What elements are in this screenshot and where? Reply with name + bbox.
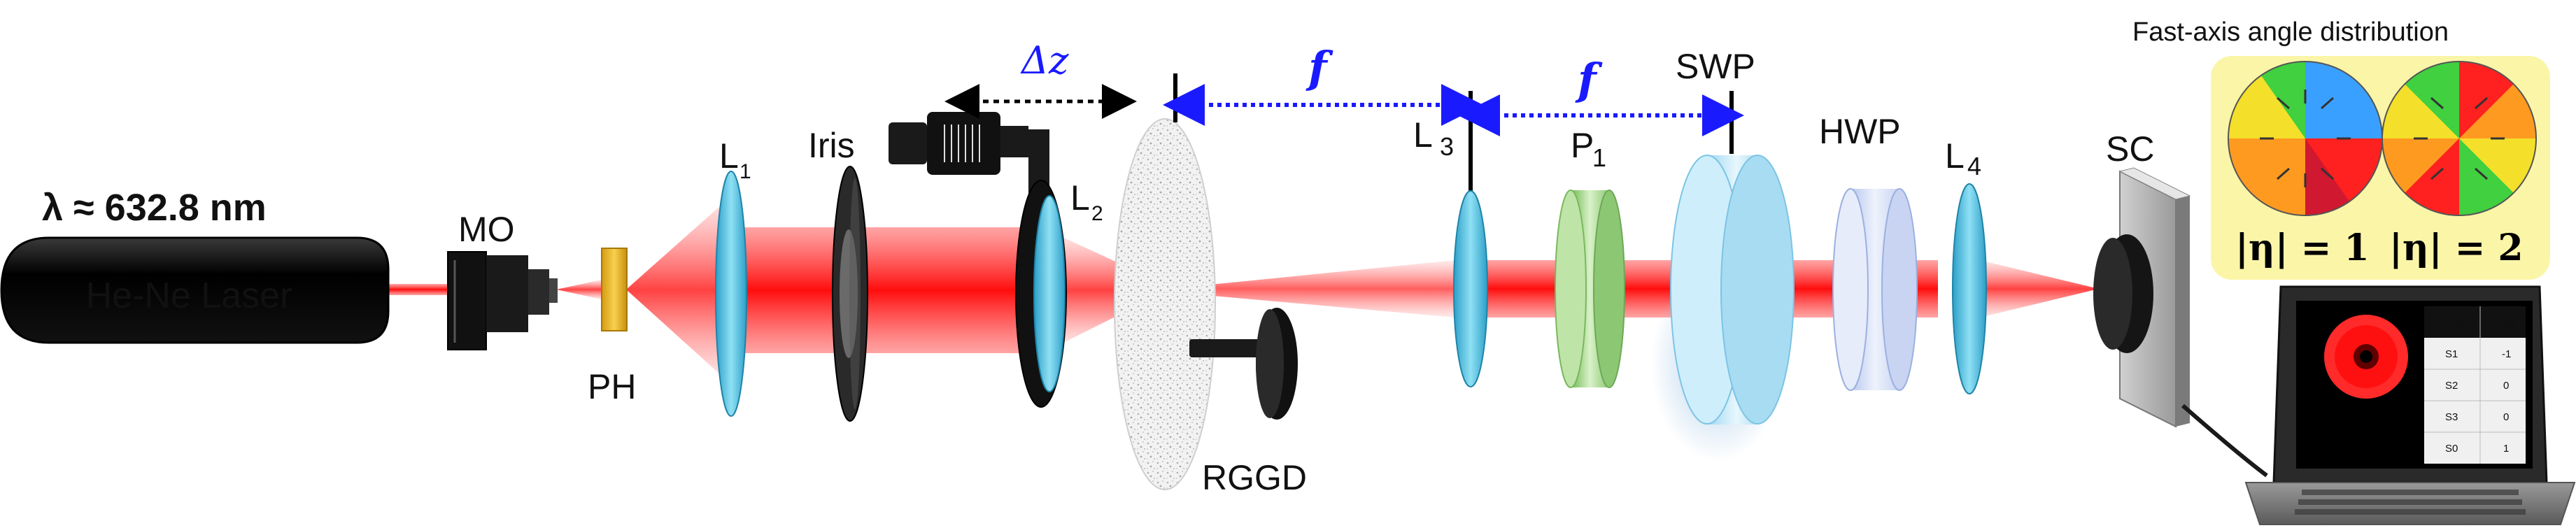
l1-label: L 1 — [719, 136, 751, 183]
lens-l3 — [1453, 190, 1488, 387]
s-waveplate-swp — [1651, 155, 1795, 462]
table-row: S0 — [2445, 443, 2458, 455]
f2-label: f — [1575, 54, 1603, 105]
p1-label: P 1 — [1571, 126, 1606, 172]
polarizer-p1 — [1555, 190, 1625, 388]
table-row: S3 — [2445, 411, 2458, 423]
lens-l1 — [715, 171, 747, 417]
fast-axis-map-eta-2 — [2382, 61, 2537, 216]
table-row: S2 — [2445, 380, 2458, 392]
svg-text:L: L — [1070, 178, 1090, 217]
l2-label: L 2 — [1070, 178, 1103, 225]
svg-text:4: 4 — [1967, 152, 1981, 180]
hwp-label: HWP — [1819, 112, 1901, 151]
svg-text:L: L — [1945, 136, 1965, 176]
lens-l4 — [1952, 183, 1987, 394]
lens-l2 — [1015, 180, 1067, 408]
svg-text:L: L — [1413, 115, 1433, 155]
rggd-label: RGGD — [1202, 458, 1307, 497]
table-cell: 0 — [2503, 380, 2509, 392]
rotating-ground-glass-disk — [1114, 118, 1298, 490]
ph-label: PH — [588, 367, 636, 406]
svg-text:3: 3 — [1440, 132, 1454, 161]
table-cell: -1 — [2502, 348, 2511, 360]
svg-text:P: P — [1571, 126, 1594, 165]
wavelength-label: λ ≈ 632.8 nm — [42, 187, 267, 229]
inset-title: Fast-axis angle distribution — [2132, 17, 2449, 47]
svg-text:L: L — [719, 136, 739, 176]
sc-label: SC — [2106, 129, 2154, 169]
eta-1-label: |η| = 1 — [2235, 227, 2370, 269]
svg-text:1: 1 — [739, 160, 751, 183]
l4-label: L 4 — [1945, 136, 1981, 180]
laser-label: He-Ne Laser — [86, 276, 292, 316]
table-header-value: Val — [2499, 318, 2515, 330]
delta-z-label: Δz — [1020, 38, 1069, 83]
f1-label: f — [1305, 42, 1333, 93]
svg-text:2: 2 — [1091, 202, 1103, 225]
pinhole — [601, 248, 628, 331]
table-cell: 1 — [2503, 443, 2509, 455]
scientific-camera-sc — [2093, 167, 2268, 478]
iris-diaphragm — [832, 166, 868, 422]
translation-motor — [889, 112, 1049, 210]
l3-label: L 3 — [1413, 115, 1454, 161]
swp-label: SWP — [1676, 47, 1755, 86]
half-wave-plate-hwp — [1832, 188, 1918, 391]
eta-2-label: |η| = 2 — [2389, 227, 2524, 269]
mo-label: MO — [458, 210, 515, 249]
iris-label: Iris — [808, 126, 855, 165]
svg-text:1: 1 — [1592, 143, 1606, 172]
microscope-objective — [447, 251, 558, 350]
table-header-param: Para — [2452, 318, 2477, 330]
he-ne-laser: He-Ne Laser — [0, 236, 390, 344]
stokes-table: Para Val S1 -1 S2 0 S3 0 S0 1 — [2424, 306, 2526, 464]
table-cell: 0 — [2503, 411, 2509, 423]
table-row: S1 — [2445, 348, 2458, 360]
fast-axis-map-eta-1 — [2228, 61, 2383, 216]
